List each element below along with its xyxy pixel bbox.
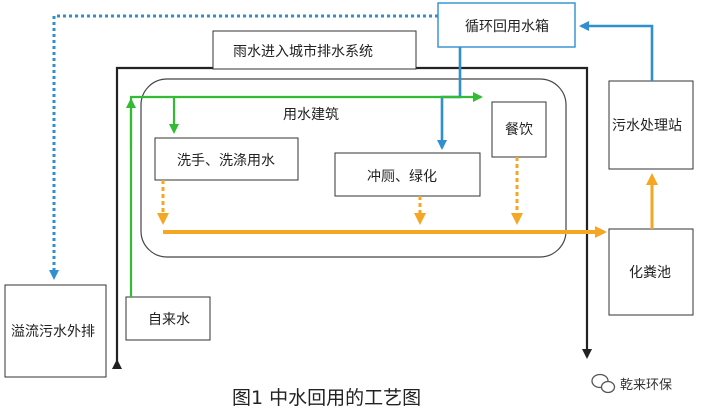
toilet-green-node: 冲厕、绿化 bbox=[334, 152, 481, 197]
tap-water-main-line bbox=[129, 92, 483, 297]
tap-water-node: 自来水 bbox=[125, 296, 211, 341]
svg-text:雨水进入城市排水系统: 雨水进入城市排水系统 bbox=[233, 43, 373, 60]
svg-text:餐饮: 餐饮 bbox=[505, 122, 533, 138]
watermark: 乾来环保 bbox=[591, 373, 672, 394]
svg-text:洗手、洗涤用水: 洗手、洗涤用水 bbox=[177, 153, 275, 169]
svg-text:冲厕、绿化: 冲厕、绿化 bbox=[367, 169, 437, 185]
rain-system-node: 雨水进入城市排水系统 bbox=[212, 30, 417, 70]
svg-text:化粪池: 化粪池 bbox=[629, 265, 671, 281]
watermark-text: 乾来环保 bbox=[620, 378, 672, 393]
svg-text:自来水: 自来水 bbox=[148, 312, 190, 328]
building-label: 用水建筑 bbox=[283, 107, 339, 123]
svg-text:污水处理站: 污水处理站 bbox=[612, 118, 682, 134]
svg-text:循环回用水箱: 循环回用水箱 bbox=[465, 19, 549, 35]
dining-node: 餐饮 bbox=[491, 101, 547, 158]
septic-tank-node: 化粪池 bbox=[608, 228, 694, 316]
sewage-flow bbox=[157, 157, 658, 238]
recycle-tank-node: 循环回用水箱 bbox=[437, 2, 576, 48]
overflow-dotted-line bbox=[49, 14, 438, 280]
wechat-bubble-icon bbox=[591, 373, 616, 394]
station-to-tank-line bbox=[579, 21, 654, 81]
sewage-station-node: 污水处理站 bbox=[608, 80, 694, 170]
handwash-node: 洗手、洗涤用水 bbox=[154, 137, 299, 181]
tap-water-flow bbox=[126, 92, 483, 297]
figure-caption: 图1 中水回用的工艺图 bbox=[232, 387, 421, 409]
overflow-node: 溢流污水外排 bbox=[4, 284, 107, 378]
svg-text:溢流污水外排: 溢流污水外排 bbox=[11, 324, 95, 340]
